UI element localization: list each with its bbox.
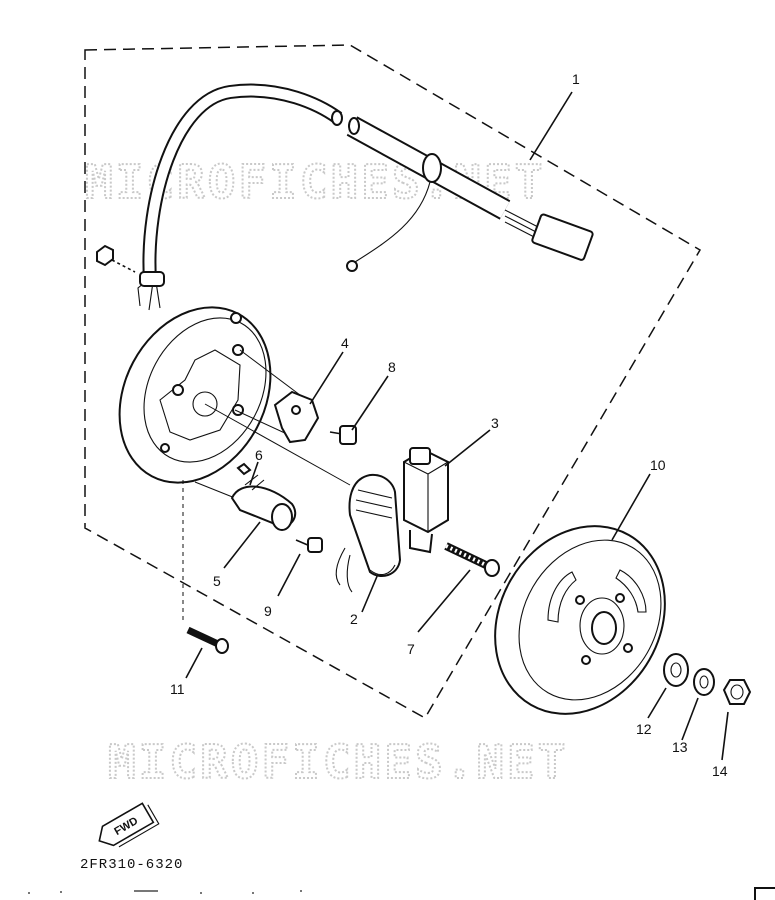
part-5-6-coil <box>230 462 297 531</box>
callout-4: 4 <box>341 335 349 351</box>
part-8-screw <box>329 425 357 445</box>
part-12-washer <box>663 653 689 687</box>
callout-labels: 1 2 3 4 5 6 7 8 9 10 11 12 13 14 <box>170 71 728 779</box>
callout-13: 13 <box>672 739 688 755</box>
part-4-pickup-coil <box>273 390 320 444</box>
callout-12: 12 <box>636 721 652 737</box>
watermark-lower: MICROFICHES.NET <box>108 735 568 789</box>
assembly-outline <box>84 44 702 720</box>
part-3-cdi-unit <box>403 447 449 554</box>
stator-plate <box>118 306 272 484</box>
part-2-source-coil <box>335 473 402 593</box>
callout-3: 3 <box>491 415 499 431</box>
part-7-bolt <box>444 542 500 577</box>
callout-9: 9 <box>264 603 272 619</box>
part-1-wire-harness <box>137 83 594 311</box>
callout-6: 6 <box>255 447 263 463</box>
clamp-screw <box>96 244 136 273</box>
part-9-screw <box>295 537 323 553</box>
diagram-code: 2FR310-6320 <box>80 857 183 873</box>
callout-8: 8 <box>388 359 396 375</box>
callout-11: 11 <box>170 681 185 697</box>
part-14-nut <box>722 679 752 705</box>
part-11-bolt <box>186 626 229 654</box>
part-13-lock-washer <box>693 668 715 696</box>
callout-2: 2 <box>350 611 358 627</box>
part-10-flywheel <box>494 525 666 715</box>
callout-14: 14 <box>712 763 728 779</box>
callout-1: 1 <box>572 71 580 87</box>
frame-corner <box>754 887 775 900</box>
fwd-arrow-icon: FWD <box>98 802 160 848</box>
callout-5: 5 <box>213 573 221 589</box>
callout-10: 10 <box>650 457 666 473</box>
leader-lines <box>185 91 729 761</box>
scan-artefacts <box>28 890 302 894</box>
callout-7: 7 <box>407 641 415 657</box>
